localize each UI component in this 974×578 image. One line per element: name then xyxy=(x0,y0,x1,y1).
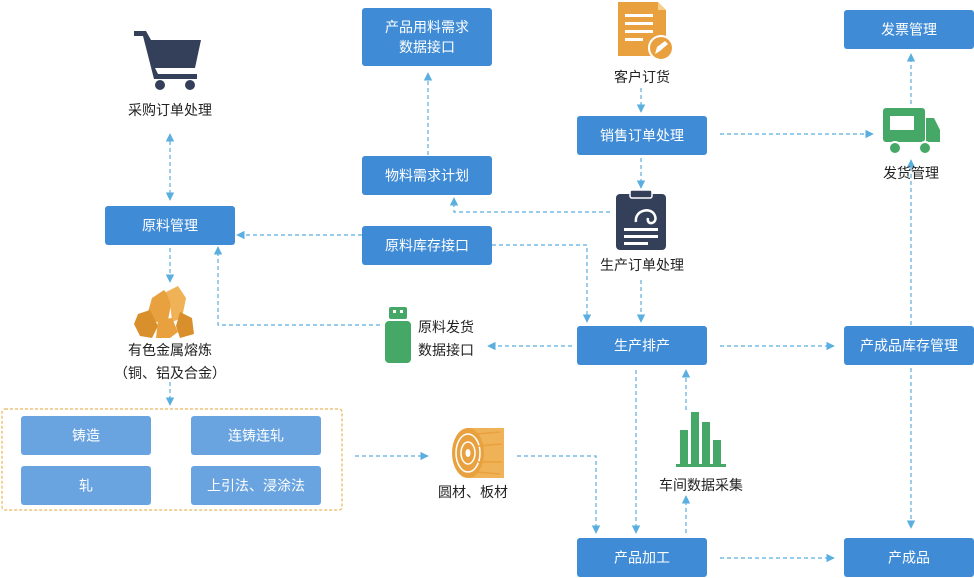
box-casting: 铸造 xyxy=(21,416,151,455)
box-label: 原料管理 xyxy=(142,219,198,235)
box-cont-casting: 连铸连轧 xyxy=(191,416,321,455)
box-raw-material-mgmt: 原料管理 xyxy=(105,206,235,245)
box-label: 上引法、浸涂法 xyxy=(207,479,305,495)
shopping-cart-icon xyxy=(134,31,201,90)
box-label: 轧 xyxy=(79,479,93,495)
edges xyxy=(165,53,916,563)
metal-smelting-sub-label: （铜、铝及合金） xyxy=(114,366,226,382)
edge-prodorder-to-plan xyxy=(449,197,610,213)
raw-ship-api-label-1: 原料发货 xyxy=(418,319,474,336)
box-bg xyxy=(191,466,321,505)
box-label: 产成品库存管理 xyxy=(860,339,958,355)
box-label: 生产排产 xyxy=(614,339,670,355)
box-bg xyxy=(21,466,151,505)
box-bg xyxy=(21,416,151,455)
customer-order-label: 客户订货 xyxy=(614,69,670,86)
box-bg xyxy=(577,116,707,155)
box-label: 物料需求计划 xyxy=(385,169,469,185)
box-label: 原料库存接口 xyxy=(385,238,469,255)
box-material-plan: 物料需求计划 xyxy=(362,156,492,195)
box-raw-stock-api: 原料库存接口 xyxy=(362,226,492,265)
box-label: 产品用料需求 xyxy=(385,20,469,36)
box-label: 产成品 xyxy=(888,551,930,567)
usb-drive-icon xyxy=(385,307,411,363)
box-processing: 产品加工 xyxy=(577,538,707,577)
casting-method-group xyxy=(1,408,343,511)
box-bg xyxy=(362,156,492,195)
edge-usb-to-rawmgmt xyxy=(213,246,380,326)
box-label: 连铸连轧 xyxy=(228,429,284,445)
wood-log-icon xyxy=(452,428,504,478)
box-bg xyxy=(577,326,707,365)
workshop-data-label: 车间数据采集 xyxy=(659,477,743,494)
box-sales-order: 销售订单处理 xyxy=(577,116,707,155)
box-bg xyxy=(362,8,492,66)
box-label: 铸造 xyxy=(72,429,100,445)
box-label: 数据接口 xyxy=(399,39,455,56)
raw-ship-api-label-2: 数据接口 xyxy=(418,342,474,359)
production-order-label: 生产订单处理 xyxy=(600,258,684,274)
box-label: 发票管理 xyxy=(881,23,937,39)
box-bg xyxy=(844,538,974,577)
box-finished: 产成品 xyxy=(844,538,974,577)
delivery-truck-icon xyxy=(883,108,940,155)
box-label: 销售订单处理 xyxy=(600,129,684,145)
box-bg xyxy=(105,206,235,245)
edge-rawstock-to-scheduling xyxy=(492,244,592,323)
box-rolling: 轧 xyxy=(21,466,151,505)
box-invoice: 发票管理 xyxy=(844,10,974,49)
box-bg xyxy=(577,538,707,577)
box-finished-stock: 产成品库存管理 xyxy=(844,326,974,365)
edge-round-to-processing xyxy=(517,455,601,534)
box-bg xyxy=(362,226,492,265)
box-upcast: 上引法、浸涂法 xyxy=(191,466,321,505)
box-scheduling: 生产排产 xyxy=(577,326,707,365)
process-boxes: 产品用料需求数据接口发票管理销售订单处理物料需求计划原料管理原料库存接口生产排产… xyxy=(21,8,974,577)
box-label: 产品加工 xyxy=(614,551,670,567)
document-edit-icon xyxy=(618,2,674,61)
box-bg xyxy=(844,326,974,365)
bar-chart-icon xyxy=(676,412,726,467)
purchase-order-label: 采购订单处理 xyxy=(128,103,212,119)
clipboard-icon xyxy=(616,189,666,250)
metal-smelting-label: 有色金属熔炼 xyxy=(128,342,212,359)
box-bg xyxy=(844,10,974,49)
box-bg xyxy=(191,416,321,455)
round-plate-label: 圆材、板材 xyxy=(438,485,508,501)
delivery-label: 发货管理 xyxy=(883,165,939,182)
metal-crystal-icon xyxy=(134,286,194,338)
